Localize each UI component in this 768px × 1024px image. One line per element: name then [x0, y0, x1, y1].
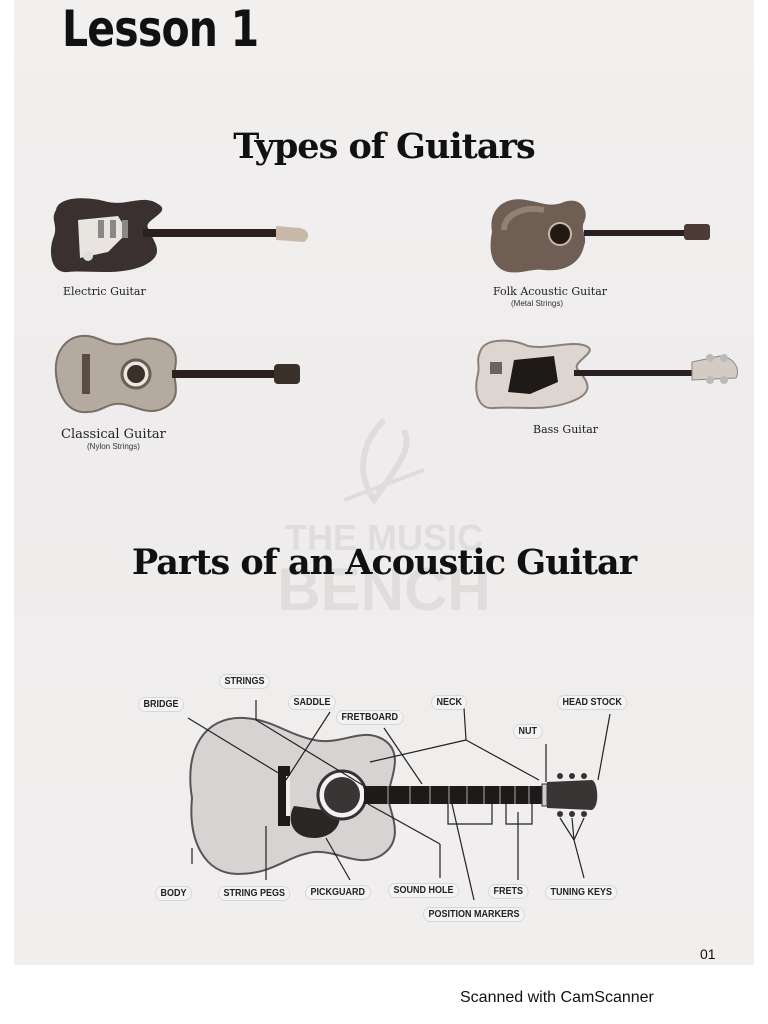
- electric-guitar-image: [50, 198, 308, 273]
- label-body: BODY: [156, 887, 192, 900]
- classical-guitar-note: (Nylon Strings): [87, 442, 140, 451]
- bass-guitar-caption: Bass Guitar: [533, 423, 599, 436]
- page-number: 01: [700, 946, 716, 962]
- scanned-page: Lesson 1 Types of Guitars Electric Guita…: [14, 0, 754, 965]
- bass-guitar-image: [475, 339, 738, 410]
- scanner-footer: Scanned with CamScanner: [460, 989, 654, 1006]
- watermark-line2: BENCH: [277, 556, 490, 623]
- label-bridge: BRIDGE: [139, 698, 184, 711]
- label-saddle: SADDLE: [289, 696, 336, 709]
- label-sound-hole: SOUND HOLE: [389, 884, 459, 897]
- types-heading: Types of Guitars: [233, 126, 535, 167]
- label-pickguard: PICKGUARD: [306, 886, 370, 899]
- acoustic-guitar-diagram: [187, 700, 611, 900]
- lesson-title: Lesson 1: [62, 0, 259, 58]
- folk-acoustic-guitar-image: [490, 199, 710, 273]
- label-head-stock: HEAD STOCK: [558, 696, 627, 709]
- folk-acoustic-guitar-note: (Metal Strings): [511, 299, 564, 308]
- label-fretboard: FRETBOARD: [337, 711, 403, 724]
- classical-guitar-image: [54, 334, 300, 414]
- folk-acoustic-guitar-caption: Folk Acoustic Guitar: [493, 285, 608, 298]
- label-strings: STRINGS: [220, 675, 270, 688]
- label-neck: NECK: [432, 696, 467, 709]
- label-tuning-keys: TUNING KEYS: [546, 886, 617, 899]
- label-frets: FRETS: [489, 885, 528, 898]
- watermark-line1: THE MUSIC: [285, 517, 483, 558]
- label-string-pegs: STRING PEGS: [219, 887, 290, 900]
- parts-heading: Parts of an Acoustic Guitar: [131, 542, 637, 583]
- label-position-markers: POSITION MARKERS: [424, 908, 525, 921]
- electric-guitar-caption: Electric Guitar: [63, 285, 146, 298]
- label-nut: NUT: [514, 725, 542, 738]
- classical-guitar-caption: Classical Guitar: [61, 427, 166, 442]
- watermark-logo: THE MUSIC BENCH: [277, 417, 491, 623]
